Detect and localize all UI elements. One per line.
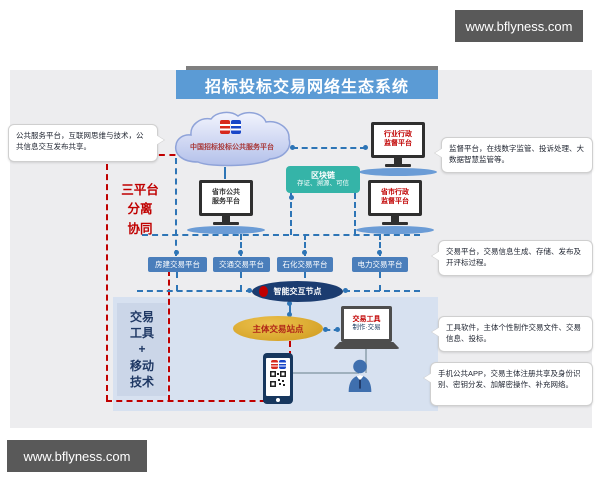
monitor-stand — [391, 216, 399, 222]
eb-logo-icon — [220, 120, 241, 134]
smartphone-icon — [263, 353, 293, 404]
blue-connector-chain-left — [290, 193, 292, 235]
platform-box-housing: 房建交易平台 — [148, 257, 207, 272]
callout-mobile-app: 手机公共APP，交易主体注册共享及身份识别、密钥分发、加解密操作、补充网络。 — [430, 362, 593, 406]
red-dashed-line-inner — [168, 270, 170, 401]
watermark-badge-top: www.bflyness.com — [455, 10, 583, 42]
platform-box-transport: 交通交易平台 — [213, 257, 270, 272]
phone-screen — [266, 358, 290, 396]
three-platform-region-label: 三平台 分离 协同 — [121, 183, 159, 236]
phone-home-button — [276, 398, 280, 402]
blockchain-title: 区块链 — [311, 170, 335, 180]
monitor-provincial-supervision: 省市行政 监督平台 — [356, 180, 434, 234]
blue-connector-stub — [240, 272, 242, 291]
connector-dot — [174, 250, 179, 255]
blockchain-subtitle: 存证、溯源、可信 — [297, 180, 349, 188]
connector-dot — [363, 145, 368, 150]
tools-mobile-region-label: 交易 工具 + 移动 技术 — [117, 303, 167, 396]
callout-public-service: 公共服务平台，互联网思维与技术，公共信息交互发布共享。 — [8, 124, 158, 162]
monitor-base — [213, 222, 239, 225]
red-dashed-line-bottom — [106, 400, 276, 402]
connector-dot — [238, 250, 243, 255]
connector-dot — [290, 145, 295, 150]
blue-connector-node-left — [137, 290, 252, 292]
monitor-industry-supervision: 行业行政 监督平台 — [359, 122, 437, 176]
monitor-base — [382, 222, 408, 225]
monitor-screen: 省市公共 服务平台 — [199, 180, 253, 216]
blue-connector-stub — [379, 234, 381, 256]
smart-node-label: 智能交互节点 — [273, 287, 322, 296]
blue-connector-stub — [240, 234, 242, 256]
connector-dot — [335, 327, 340, 332]
eb-logo-blue-part — [231, 120, 241, 134]
connector-dot — [343, 288, 348, 293]
trading-tools-laptop: 交易工具 制作·交易 — [333, 306, 400, 350]
monitor-screen: 行业行政 监督平台 — [371, 122, 425, 158]
red-crescent-icon — [259, 286, 268, 297]
blue-connector-bus — [142, 234, 420, 236]
callout-trading-platform: 交易平台，交易信息生成、存储、发布及开评标过程。 — [438, 240, 593, 276]
watermark-url: www.bflyness.com — [23, 448, 131, 464]
eb-logo-red-part — [270, 360, 278, 369]
eb-logo-red-part — [220, 120, 230, 134]
laptop-base — [333, 342, 400, 349]
connector-dot — [289, 195, 294, 200]
cloud-label: 中国招标投标公共服务平台 — [190, 144, 274, 151]
monitor-provincial-service: 省市公共 服务平台 — [187, 180, 265, 234]
gray-connector-laptop-person — [365, 348, 367, 373]
qr-code-icon — [270, 371, 286, 387]
laptop-label-line2: 制作·交易 — [352, 324, 381, 332]
eb-logo-icon — [270, 360, 286, 369]
monitor-base-shadow — [187, 226, 265, 234]
connector-dot — [302, 250, 307, 255]
platform-box-power: 电力交易平台 — [352, 257, 408, 272]
blue-connector-cloud-industry — [292, 147, 366, 149]
gray-connector-phone-person — [293, 372, 359, 374]
monitor-base-shadow — [356, 226, 434, 234]
person-icon — [346, 358, 374, 392]
monitor-label: 行业行政 监督平台 — [384, 131, 412, 147]
laptop-label-line1: 交易工具 — [352, 315, 381, 323]
monitor-screen: 省市行政 监督平台 — [368, 180, 422, 216]
connector-dot — [323, 327, 328, 332]
connector-dot — [247, 288, 252, 293]
blue-connector-cloud-left-down — [175, 158, 177, 256]
page-title: 招标投标交易网络生态系统 — [176, 70, 438, 99]
monitor-base-shadow — [359, 168, 437, 176]
monitor-base — [385, 164, 411, 167]
connector-dot — [377, 250, 382, 255]
blue-connector-stub — [379, 272, 381, 291]
blue-connector-node-site — [289, 302, 291, 316]
smart-interaction-node: 智能交互节点 — [252, 281, 343, 302]
blue-connector-stub — [304, 234, 306, 256]
laptop-screen: 交易工具 制作·交易 — [341, 306, 392, 342]
callout-supervision: 监督平台，在线数字监管、投诉处理、大数据智慧监管等。 — [441, 137, 593, 173]
monitor-stand — [394, 158, 402, 164]
red-dashed-line-site-to-phone — [289, 341, 291, 357]
cloud-icon — [174, 111, 291, 167]
monitor-label: 省市行政 监督平台 — [381, 189, 409, 205]
subject-trading-site: 主体交易站点 — [233, 316, 323, 341]
watermark-url: www.bflyness.com — [465, 18, 573, 34]
watermark-badge-bottom: www.bflyness.com — [7, 440, 147, 472]
callout-tool-software: 工具软件，主体个性制作交易文件、交易信息、投标。 — [438, 316, 593, 352]
connector-dot — [287, 301, 292, 306]
eb-logo-blue-part — [278, 360, 286, 369]
blue-connector-node-right — [344, 290, 420, 292]
blockchain-box: 区块链 存证、溯源、可信 — [286, 166, 360, 193]
monitor-label: 省市公共 服务平台 — [212, 189, 240, 205]
red-dashed-line-left — [106, 154, 108, 401]
blue-connector-site-laptop — [325, 329, 339, 331]
cloud-platform: 中国招标投标公共服务平台 — [170, 110, 294, 172]
blue-connector-stub — [176, 272, 178, 291]
platform-box-petrochemical: 石化交易平台 — [277, 257, 333, 272]
subject-site-label: 主体交易站点 — [252, 323, 304, 334]
blue-connector-cloud-monitor — [224, 167, 226, 179]
monitor-stand — [222, 216, 230, 222]
connector-dot — [287, 312, 292, 317]
blue-connector-chain-right — [354, 193, 356, 235]
